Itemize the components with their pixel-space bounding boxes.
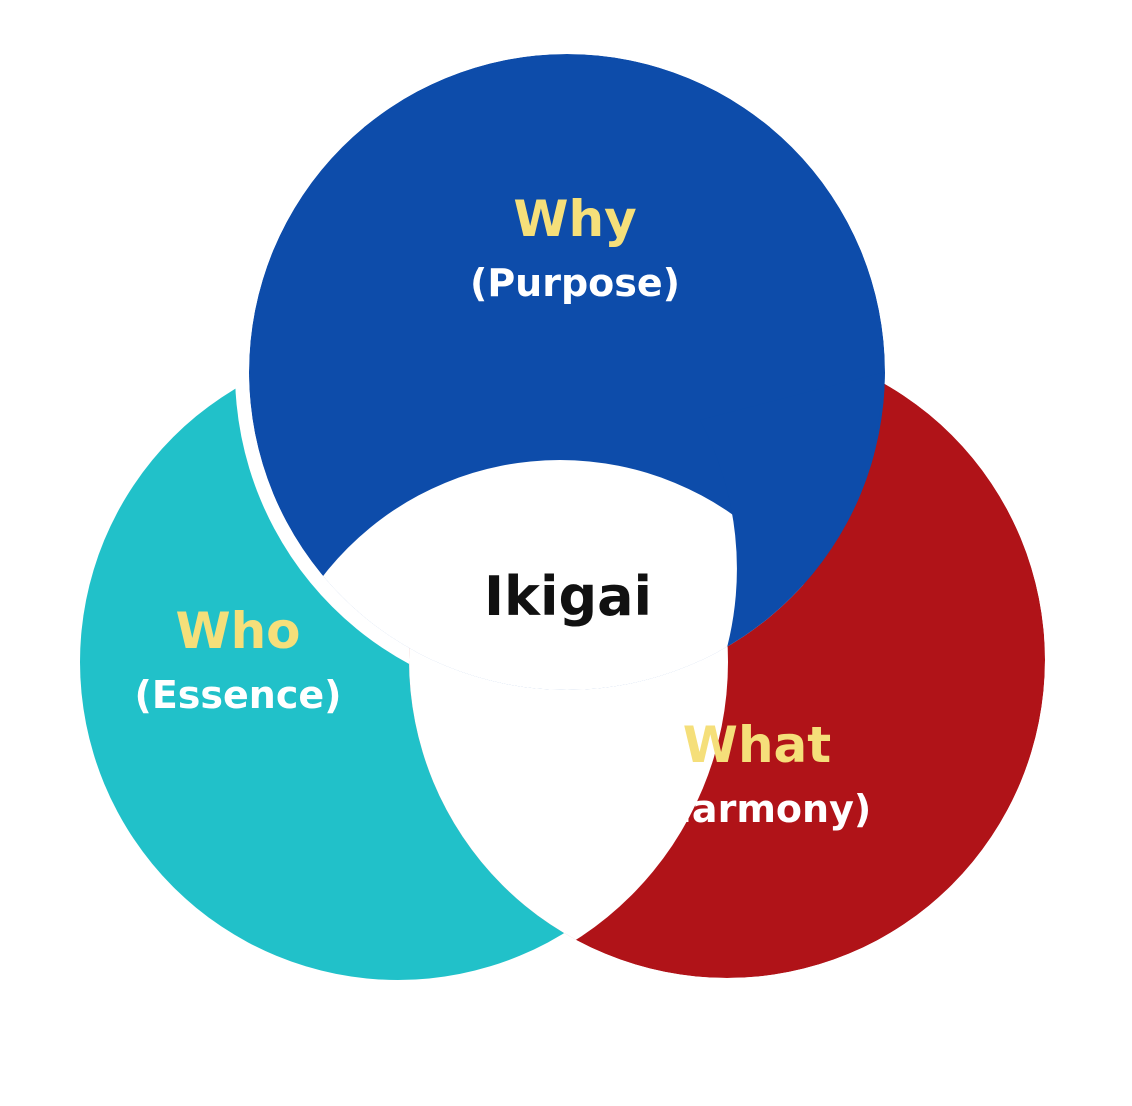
center-label: Ikigai	[484, 565, 652, 628]
why-title: Why	[513, 190, 636, 248]
who-subtitle: (Essence)	[134, 673, 341, 717]
what-title: What	[683, 716, 831, 774]
who-title: Who	[175, 602, 300, 660]
circle-why	[249, 54, 885, 690]
what-subtitle: (Harmony)	[643, 787, 871, 831]
why-subtitle: (Purpose)	[470, 261, 680, 305]
